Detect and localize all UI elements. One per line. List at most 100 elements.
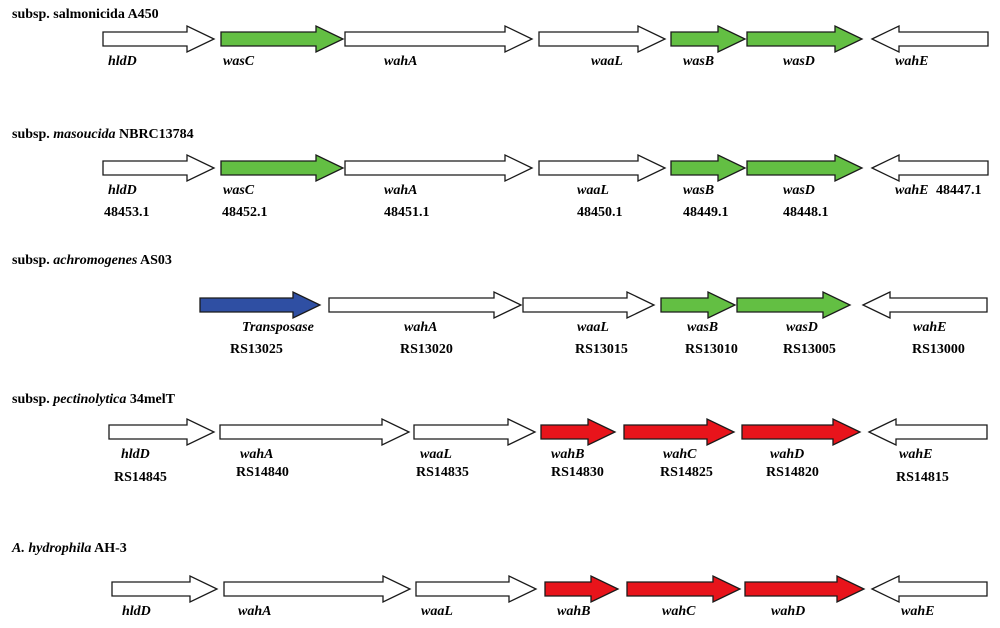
gene-row-3: subsp. achromogenes AS03TransposaseRS130…: [12, 253, 988, 357]
row-title-prefix: subsp.: [12, 7, 53, 22]
gene-locus: 48449.1: [683, 205, 729, 220]
gene-label: hldD: [121, 447, 150, 462]
gene-locus: RS14820: [766, 465, 819, 480]
gene-label: wasB: [683, 183, 714, 198]
gene-locus: 48451.1: [384, 205, 430, 220]
gene-arrow-wahA: [344, 24, 534, 54]
row-title-strain: AH-3: [91, 541, 126, 556]
gene-arrow-hldD: [102, 153, 216, 183]
row-title-strain: A450: [125, 7, 159, 22]
gene-label: hldD: [108, 183, 137, 198]
gene-label: wahC: [662, 604, 696, 619]
gene-label: wasB: [687, 320, 718, 335]
row-title-name: masoucida: [53, 127, 115, 142]
gene-label: wahC: [663, 447, 697, 462]
row-title: subsp. masoucida NBRC13784: [12, 127, 194, 142]
gene-locus: 48447.1: [936, 183, 982, 198]
gene-locus: RS14825: [660, 465, 713, 480]
gene-label: waaL: [577, 320, 609, 335]
gene-locus: RS14845: [114, 470, 167, 485]
gene-locus: 48453.1: [104, 205, 150, 220]
gene-locus: RS14815: [896, 470, 949, 485]
gene-arrow-wasB: [670, 24, 747, 54]
gene-arrow-wahE: [870, 574, 988, 604]
gene-arrow-waaL: [538, 153, 667, 183]
gene-label: hldD: [122, 604, 151, 619]
gene-locus: RS13015: [575, 342, 628, 357]
gene-arrow-wahD: [744, 574, 866, 604]
gene-arrow-wahA: [219, 417, 411, 447]
gene-arrow-hldD: [108, 417, 216, 447]
row-title-name: pectinolytica: [52, 392, 126, 407]
row-title-prefix: subsp.: [12, 253, 53, 268]
row-title-name: A. hydrophila: [11, 541, 91, 556]
gene-locus: 48448.1: [783, 205, 829, 220]
gene-label: wahE: [899, 447, 932, 462]
gene-label: wahA: [404, 320, 437, 335]
gene-arrow-wahE: [861, 290, 988, 320]
gene-arrow-wasC: [220, 153, 345, 183]
gene-arrow-waaL: [522, 290, 656, 320]
gene-label: wahA: [240, 447, 273, 462]
row-title: subsp. pectinolytica 34melT: [12, 392, 176, 407]
gene-label: wasD: [783, 183, 815, 198]
gene-label: wahE: [901, 604, 934, 619]
gene-arrow-wahA: [344, 153, 534, 183]
gene-label: wasC: [223, 183, 255, 198]
gene-arrow-wasC: [220, 24, 345, 54]
gene-arrow-wahA: [328, 290, 523, 320]
gene-row-1: subsp. salmonicida A450 hldD wasC wahA waaL w…: [12, 7, 989, 69]
gene-label: wahB: [551, 447, 584, 462]
row-title: subsp. salmonicida A450: [12, 7, 159, 22]
gene-label: waaL: [577, 183, 609, 198]
gene-label: wahD: [771, 604, 805, 619]
gene-arrow-waaL: [415, 574, 538, 604]
gene-arrow-wahD: [741, 417, 862, 447]
gene-locus: RS13025: [230, 342, 283, 357]
gene-label: waaL: [421, 604, 453, 619]
gene-locus: RS13000: [912, 342, 965, 357]
gene-row-2: subsp. masoucida NBRC13784 hldD 48453.1 was…: [12, 127, 989, 220]
gene-locus: RS13020: [400, 342, 453, 357]
row-title: A. hydrophila AH-3: [11, 541, 127, 556]
gene-arrow-wasD: [746, 153, 864, 183]
gene-arrow-wahE: [867, 417, 988, 447]
gene-arrow-wahE: [870, 153, 989, 183]
gene-arrow-waaL: [538, 24, 667, 54]
gene-arrow-wasB: [660, 290, 737, 320]
gene-label: wahB: [557, 604, 590, 619]
gene-arrow-wasD: [746, 24, 864, 54]
gene-label: wasB: [683, 54, 714, 69]
gene-locus: RS14840: [236, 465, 289, 480]
gene-arrow-wahB: [544, 574, 620, 604]
gene-label: wahE: [895, 183, 928, 198]
gene-arrow-wahE: [870, 24, 989, 54]
gene-label: hldD: [108, 54, 137, 69]
gene-label: wasC: [223, 54, 255, 69]
gene-label: wahD: [770, 447, 804, 462]
row-title-name: salmonicida: [53, 7, 125, 22]
gene-row-4: subsp. pectinolytica 34melT hldD RS14845 wa…: [12, 392, 988, 485]
gene-arrow-hldD: [111, 574, 219, 604]
row-title: subsp. achromogenes AS03: [12, 253, 172, 268]
gene-label: waaL: [591, 54, 623, 69]
row-title-strain: NBRC13784: [116, 127, 194, 142]
gene-arrow-wahC: [626, 574, 742, 604]
gene-label: waaL: [420, 447, 452, 462]
gene-label: wahE: [913, 320, 946, 335]
gene-arrow-wasD: [736, 290, 852, 320]
row-title-strain: AS03: [137, 253, 172, 268]
gene-label: wahA: [384, 54, 417, 69]
gene-label: Transposase: [242, 320, 314, 335]
gene-locus: RS13005: [783, 342, 836, 357]
row-title-strain: 34melT: [126, 392, 175, 407]
gene-arrow-waaL: [413, 417, 537, 447]
gene-locus: 48450.1: [577, 205, 623, 220]
gene-arrow-wahB: [540, 417, 617, 447]
row-title-prefix: subsp.: [12, 127, 53, 142]
gene-arrow-Transposase: [199, 290, 322, 320]
gene-arrow-wahC: [623, 417, 736, 447]
